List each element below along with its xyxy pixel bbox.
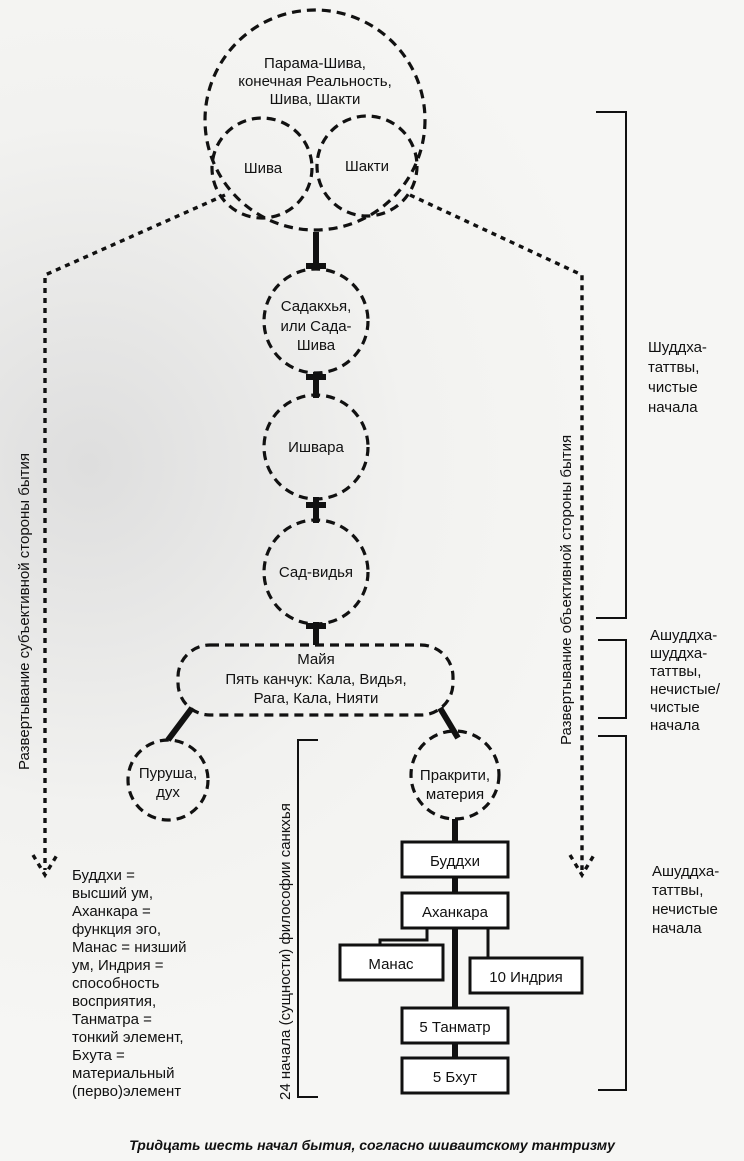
prakriti-label-1: Пракрити, [420,767,490,784]
mixed-bracket [598,639,627,719]
indriya-box [468,956,584,995]
parama-label-2: конечная Реальность, [238,73,392,90]
mixed-label-3: таттвы, [650,663,701,680]
subjective-arrow [43,193,226,870]
objective-arrow [409,193,584,870]
shuddha-label-3: чистые [648,379,698,396]
subjective-vertical-label: Развертывание субъективной стороны бытия [16,453,33,770]
maya-label-1: Майя [297,651,335,668]
sadakhya-label-2: или Сада- [280,318,351,335]
maya-to-prakriti [437,706,461,740]
sadvidya-label: Сад-видья [279,564,353,581]
shuddha-bracket [596,111,627,619]
ahankara-box [400,891,510,930]
shuddha-label-4: начала [648,399,698,416]
sankhya-vertical-label: 24 начала (сущности) философии санкхья [277,803,294,1100]
legend-line-6: ум, Индрия = [72,957,164,974]
mixed-label-6: начала [650,717,700,734]
mixed-label-5: чистые [650,699,700,716]
legend-line-5: Манас = низший [72,939,187,956]
bhut-box [400,1056,510,1095]
maya-label-3: Рага, Кала, Нияти [254,690,379,707]
bhut-label: 5 Бхут [433,1069,477,1086]
sadakhya-circle [262,267,370,375]
legend-line-10: тонкий элемент, [72,1029,184,1046]
parama-label-3: Шива, Шакти [270,91,361,108]
ashuddha-label-4: начала [652,920,702,937]
purusha-label-1: Пуруша, [139,765,197,782]
manas-label: Манас [368,956,414,973]
mixed-label-2: шуддха- [650,645,707,662]
caption: Тридцать шесть начал бытия, согласно шив… [129,1137,616,1153]
parama-label-1: Парама-Шива, [264,55,366,72]
objective-arrowhead [568,854,596,879]
sadakhya-label-3: Шива [297,337,336,354]
legend-line-7: способность [72,975,160,992]
legend-line-9: Танматра = [72,1011,152,1028]
maya-label-2: Пять канчук: Кала, Видья, [225,671,406,688]
legend-line-2: высший ум, [72,885,153,902]
prakriti-circle [409,729,501,821]
shakti-circle [315,114,419,218]
purusha-circle [126,738,210,822]
parama-shiva-circle [203,8,427,232]
manas-box [338,943,445,982]
tanmatr-label: 5 Танматр [419,1019,490,1036]
legend-line-1: Буддхи = [72,867,135,884]
prakriti-label-2: материя [426,786,484,803]
ishvara-label: Ишвара [288,439,344,456]
sankhya-bracket [297,739,318,1098]
legend-line-4: функция эго, [72,921,161,938]
shiva-circle [210,116,314,220]
mixed-label-4: нечистые/ [650,681,721,698]
shuddha-label-2: таттвы, [648,359,699,376]
shiva-label: Шива [244,160,283,177]
ashuddha-bracket [598,735,627,1091]
legend-line-12: материальный [72,1065,174,1082]
objective-vertical-label: Развертывание объективной стороны бытия [558,435,575,745]
ahankara-label: Аханкара [422,904,489,921]
legend-line-3: Аханкара = [72,903,151,920]
purusha-label-2: дух [156,784,180,801]
ashuddha-label-3: нечистые [652,901,718,918]
buddhi-label: Буддхи [430,853,480,870]
legend-line-13: (перво)элемент [72,1083,181,1100]
indriya-label: 10 Индрия [489,969,563,986]
shakti-label: Шакти [345,158,389,175]
maya-to-purusha [165,706,195,742]
ahankara-to-manas [378,928,429,945]
legend-line-11: Бхута = [72,1047,125,1064]
legend-line-8: восприятия, [72,993,156,1010]
sadakhya-label-1: Садакхья, [281,298,352,315]
mixed-label-1: Ашуддха- [650,627,717,644]
legend-block: Буддхи = высший ум, Аханкара = функция э… [72,867,187,1100]
sadvidya-circle [262,518,370,626]
ishvara-circle [262,393,370,501]
tanmatr-box [400,1006,510,1045]
subjective-arrowhead [31,854,59,879]
maya-box [176,643,455,717]
ashuddha-label-2: таттвы, [652,882,703,899]
ashuddha-label-1: Ашуддха- [652,863,719,880]
shuddha-label-1: Шуддха- [648,339,707,356]
